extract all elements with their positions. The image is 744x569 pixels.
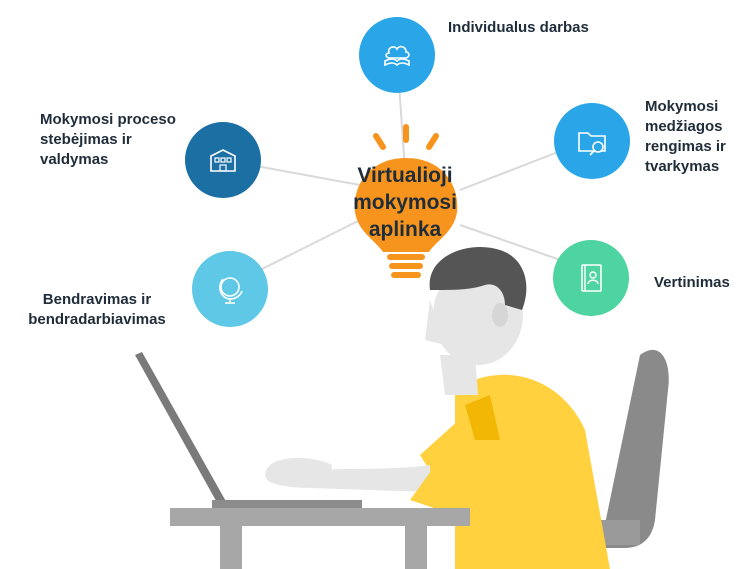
node-individual[interactable] [359, 17, 435, 93]
building-icon [210, 149, 236, 172]
node-assessment[interactable] [553, 240, 629, 316]
cloud-book-icon [384, 45, 410, 67]
label-monitoring: Mokymosi proceso stebėjimas ir valdymas [40, 111, 176, 168]
globe-icon [219, 277, 243, 304]
lightbulb [354, 124, 458, 278]
node-monitoring[interactable] [185, 122, 261, 198]
center-title: Virtualioji mokymosi aplinka [353, 164, 457, 241]
node-materials[interactable] [554, 103, 630, 179]
node-communication[interactable] [192, 251, 268, 327]
laptop [135, 352, 362, 508]
label-individual: Individualus darbas [448, 19, 589, 36]
contact-book-icon [581, 264, 602, 292]
desk [170, 508, 470, 569]
label-materials: Mokymosi medžiagos rengimas ir tvarkymas [645, 98, 726, 175]
label-communication: Bendravimas ir bendradarbiavimas [28, 291, 166, 328]
label-assessment: Vertinimas [654, 274, 730, 291]
person [265, 246, 610, 569]
folder-search-icon [578, 132, 606, 156]
